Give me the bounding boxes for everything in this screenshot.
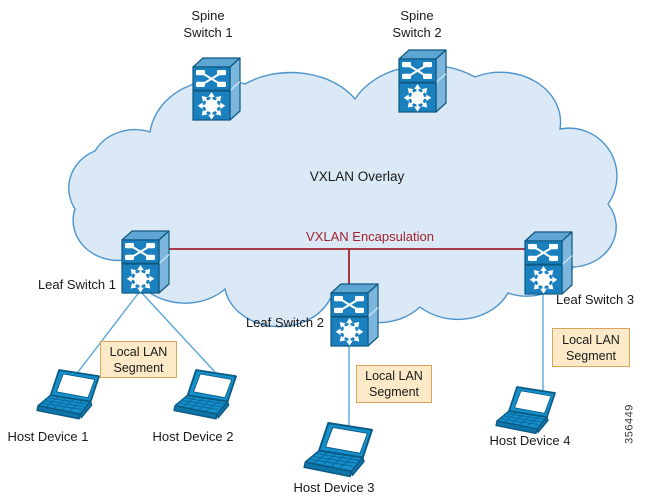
figure-number: 356449 — [623, 404, 636, 444]
vxlan-encapsulation-label: VXLAN Encapsulation — [306, 229, 434, 244]
host-device-1-icon — [36, 369, 100, 420]
link-leaf1-host1 — [77, 290, 141, 373]
local-lan-segment-box-3: Local LAN Segment — [552, 328, 630, 367]
host-device-3-label: Host Device 3 — [293, 480, 375, 495]
spine-switch-2-icon — [399, 50, 446, 112]
leaf-switch-1-icon — [122, 231, 169, 293]
spine-switch-1-icon — [193, 58, 240, 120]
local-lan-segment-box-2: Local LAN Segment — [356, 365, 432, 403]
spine-switch-1-label: Spine Switch 1 — [183, 8, 233, 40]
vxlan-overlay-title: VXLAN Overlay — [309, 169, 405, 184]
host-device-2-label: Host Device 2 — [152, 429, 234, 444]
local-lan-segment-box-1: Local LAN Segment — [100, 341, 177, 378]
host-device-1-label: Host Device 1 — [7, 429, 89, 444]
leaf-switch-3-label: Leaf Switch 3 — [556, 292, 635, 307]
leaf-switch-2-label: Leaf Switch 2 — [245, 315, 324, 330]
host-device-4-icon — [495, 386, 556, 435]
host-device-4-label: Host Device 4 — [489, 433, 571, 448]
host-device-3-icon — [303, 422, 373, 478]
spine-switch-2-label: Spine Switch 2 — [392, 8, 442, 40]
vxlan-overlay-cloud — [68, 64, 618, 328]
leaf-switch-1-label: Leaf Switch 1 — [37, 277, 116, 292]
host-device-2-icon — [173, 369, 237, 420]
link-leaf1-host2 — [139, 290, 216, 373]
leaf-switch-3-icon — [525, 232, 572, 294]
leaf-switch-2-icon — [331, 284, 378, 346]
